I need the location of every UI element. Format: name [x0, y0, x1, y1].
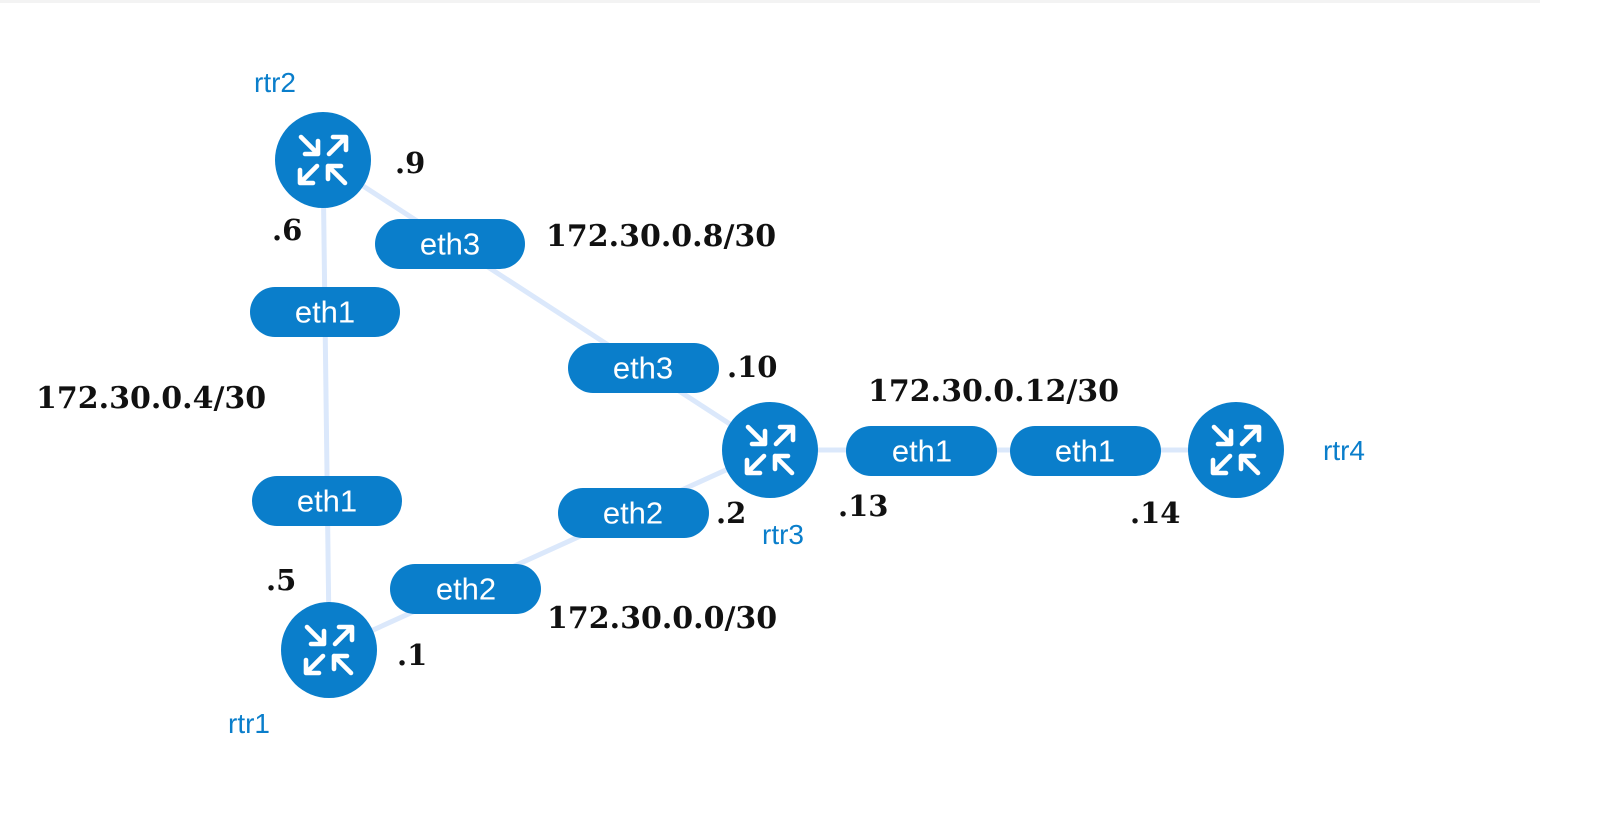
router-icon: [722, 402, 818, 498]
interface-label: eth3: [613, 351, 673, 386]
router-rtr4[interactable]: [1188, 402, 1284, 498]
interface-rtr3-eth3[interactable]: eth3: [568, 343, 719, 393]
interface-rtr1-eth2[interactable]: eth2: [390, 564, 541, 614]
interface-rtr4-eth1[interactable]: eth1: [1010, 426, 1161, 476]
address-rtr2-eth1: .6: [272, 213, 302, 247]
router-icon: [275, 112, 371, 208]
interface-label: eth2: [436, 572, 496, 607]
top-border: [0, 0, 1540, 3]
router-rtr1[interactable]: [281, 602, 377, 698]
router-name-rtr1: rtr1: [228, 708, 270, 739]
interface-rtr3-eth1[interactable]: eth1: [846, 426, 997, 476]
address-rtr3-eth3: .10: [727, 350, 777, 384]
link-rtr2-rtr3: [320, 157, 773, 453]
address-rtr3-eth1: .13: [838, 489, 888, 523]
interface-rtr1-eth1[interactable]: eth1: [252, 476, 402, 526]
interface-label: eth1: [892, 434, 952, 469]
address-rtr4-eth1: .14: [1130, 496, 1180, 530]
address-rtr1-eth1: .5: [266, 563, 296, 597]
router-name-rtr3: rtr3: [762, 519, 804, 550]
address-rtr1-eth2: .1: [397, 638, 427, 672]
subnet-rtr2-rtr3: 172.30.0.8/30: [546, 219, 776, 254]
link-rtr1-rtr3: [326, 447, 773, 653]
link-rtr2-rtr1: [320, 157, 332, 633]
interface-label: eth1: [295, 295, 355, 330]
interface-label: eth2: [603, 496, 663, 531]
subnet-rtr1-rtr3: 172.30.0.0/30: [547, 601, 777, 636]
router-icon: [1188, 402, 1284, 498]
interface-label: eth1: [297, 484, 357, 519]
router-rtr3[interactable]: [722, 402, 818, 498]
interface-rtr3-eth2[interactable]: eth2: [558, 488, 709, 538]
router-name-rtr4: rtr4: [1323, 435, 1365, 466]
address-rtr2-eth3: .9: [395, 146, 425, 180]
router-icon: [281, 602, 377, 698]
router-name-rtr2: rtr2: [254, 67, 296, 98]
subnet-rtr3-rtr4: 172.30.0.12/30: [868, 374, 1119, 409]
interface-label: eth3: [420, 227, 480, 262]
router-rtr2[interactable]: [275, 112, 371, 208]
interface-label: eth1: [1055, 434, 1115, 469]
interface-rtr2-eth1[interactable]: eth1: [250, 287, 400, 337]
interface-rtr2-eth3[interactable]: eth3: [375, 219, 525, 269]
subnet-rtr1-rtr2: 172.30.0.4/30: [36, 381, 266, 416]
address-rtr3-eth2: .2: [716, 496, 746, 530]
